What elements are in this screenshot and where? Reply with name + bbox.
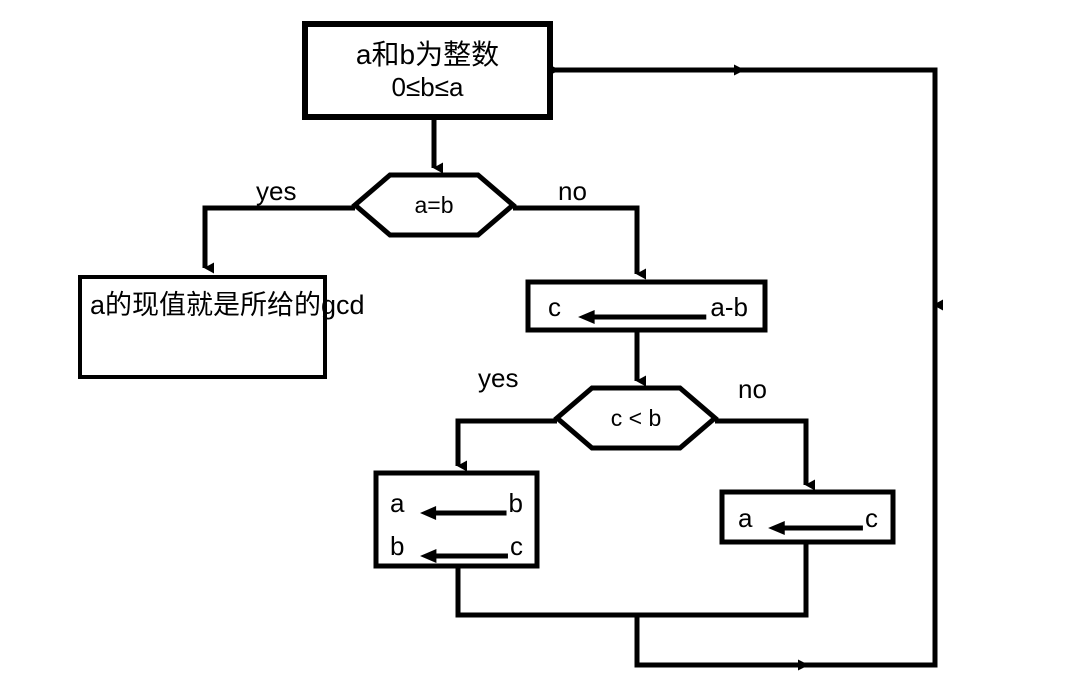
compute-c-lhs: c <box>548 291 561 322</box>
assign-a-c-lhs: a <box>738 502 753 533</box>
edge-label-decision1-yes: yes <box>256 176 297 206</box>
assign-a-c-arrow-icon <box>766 511 865 535</box>
decision-c-less-than-b-hexagon <box>553 385 719 451</box>
compute-c-arrow-icon <box>576 300 710 324</box>
swap-row-1: a b <box>390 487 523 520</box>
edge-assign-to-merge <box>637 542 809 618</box>
compute-c-box <box>525 279 768 333</box>
edge-label-decision2-yes: yes <box>478 363 519 393</box>
edge-decision1-yes-to-result <box>202 205 355 274</box>
compute-c-assignment: c a-b <box>548 291 748 324</box>
start-box <box>302 21 553 120</box>
result-gcd-box <box>78 275 327 379</box>
edge-decision1-no-to-compute-c <box>513 205 646 280</box>
swap-row-2: b c <box>390 530 523 563</box>
compute-c-rhs: a-b <box>710 291 748 322</box>
edge-loop-back-to-start <box>549 64 938 668</box>
edge-label-decision1-no: no <box>558 176 587 206</box>
edge-decision2-yes-to-swap <box>455 418 557 472</box>
edge-swap-to-merge <box>455 566 637 618</box>
swap-row-1-rhs: b <box>508 487 523 518</box>
swap-row-2-rhs: c <box>510 530 523 561</box>
decision-a-equals-b-hexagon <box>351 172 517 238</box>
swap-row-2-arrow-icon <box>418 539 510 563</box>
swap-row-2-lhs: b <box>390 530 405 561</box>
edge-label-decision2-no: no <box>738 374 767 404</box>
assign-a-c-assignment: a c <box>738 502 878 535</box>
swap-row-1-lhs: a <box>390 487 405 518</box>
edge-decision2-no-to-assign <box>715 418 815 491</box>
assign-a-c-rhs: c <box>865 502 878 533</box>
swap-row-1-arrow-icon <box>418 496 509 520</box>
